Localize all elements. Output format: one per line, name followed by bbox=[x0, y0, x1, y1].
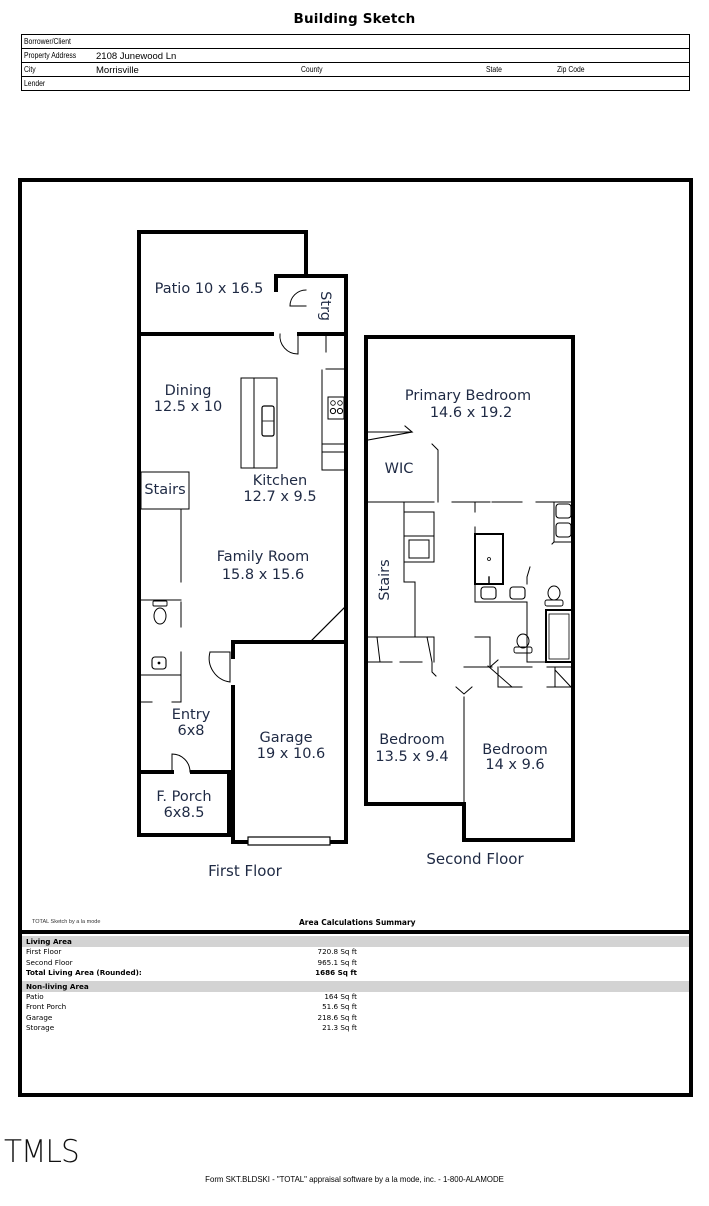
room-dims-front-porch: 6x8.5 bbox=[164, 805, 205, 821]
row-value: 965.1 Sq ft bbox=[317, 957, 358, 967]
row-value: 164 Sq ft bbox=[324, 991, 357, 1001]
tmls-logo: TMLS bbox=[4, 1134, 80, 1170]
summary-row: First Floor 720.8 Sq ft bbox=[22, 947, 689, 958]
row-value: 21.3 Sq ft bbox=[322, 1023, 357, 1032]
summary-title: Area Calculations Summary bbox=[299, 918, 416, 927]
room-dims-kitchen: 12.7 x 9.5 bbox=[243, 489, 316, 505]
non-living-heading-text: Non-living Area bbox=[26, 981, 89, 991]
room-label-patio: Patio 10 x 16.5 bbox=[155, 281, 264, 297]
address-label: Property Address bbox=[24, 51, 77, 60]
state-label: State bbox=[486, 65, 502, 74]
room-label-stairs-second: Stairs bbox=[377, 559, 393, 600]
borrower-row: Borrower/Client bbox=[22, 35, 689, 49]
row-label: Patio bbox=[26, 991, 44, 1001]
total-value: 1686 Sq ft bbox=[315, 968, 357, 977]
total-living-row: Total Living Area (Rounded): 1686 Sq ft bbox=[22, 968, 689, 979]
sketch-credit: TOTAL Sketch by a la mode bbox=[32, 919, 101, 925]
page-title: Building Sketch bbox=[293, 11, 416, 27]
row-label: Front Porch bbox=[26, 1002, 67, 1011]
row-label: Garage bbox=[26, 1012, 53, 1022]
county-label: County bbox=[301, 65, 323, 74]
summary-row: Storage 21.3 Sq ft bbox=[22, 1023, 689, 1034]
property-header-table: Borrower/Client Property Address 2108 Ju… bbox=[21, 34, 690, 91]
room-dims-garage: 19 x 10.6 bbox=[257, 746, 326, 762]
zip-label: Zip Code bbox=[557, 65, 585, 74]
area-summary: Living Area First Floor 720.8 Sq ft Seco… bbox=[22, 930, 689, 1034]
room-dims-family-room: 15.8 x 15.6 bbox=[222, 567, 304, 583]
city-value: Morrisville bbox=[96, 65, 139, 76]
room-dims-primary-bedroom: 14.6 x 19.2 bbox=[430, 405, 512, 421]
lender-label: Lender bbox=[24, 79, 46, 88]
room-label-garage: Garage bbox=[259, 730, 312, 746]
city-row: City Morrisville County State Zip Code bbox=[22, 63, 689, 77]
first-floor-label: First Floor bbox=[208, 862, 282, 880]
summary-row: Front Porch 51.6 Sq ft bbox=[22, 1002, 689, 1013]
room-label-bedroom-2: Bedroom bbox=[379, 732, 445, 748]
room-label-kitchen: Kitchen bbox=[253, 473, 308, 489]
room-dims-bedroom-2: 13.5 x 9.4 bbox=[375, 749, 448, 765]
address-value: 2108 Junewood Ln bbox=[96, 51, 177, 62]
address-row: Property Address 2108 Junewood Ln bbox=[22, 49, 689, 63]
sketch-frame: Patio 10 x 16.5 Strg Dining 12.5 x 10 Ki… bbox=[18, 178, 693, 1097]
room-label-storage: Strg bbox=[317, 291, 333, 321]
room-label-entry: Entry bbox=[172, 707, 211, 723]
room-dims-entry: 6x8 bbox=[177, 723, 204, 739]
room-label-stairs-first: Stairs bbox=[144, 482, 185, 498]
summary-row: Patio 164 Sq ft bbox=[22, 992, 689, 1003]
row-label: First Floor bbox=[26, 947, 62, 956]
borrower-label: Borrower/Client bbox=[24, 37, 71, 46]
non-living-area-heading: Non-living Area bbox=[22, 980, 689, 992]
room-label-dining: Dining bbox=[165, 383, 212, 399]
second-floor-label: Second Floor bbox=[426, 850, 524, 868]
living-area-heading-text: Living Area bbox=[26, 937, 72, 946]
total-label: Total Living Area (Rounded): bbox=[26, 968, 142, 977]
floor-plan-drawing: Patio 10 x 16.5 Strg Dining 12.5 x 10 Ki… bbox=[137, 230, 575, 880]
summary-row: Second Floor 965.1 Sq ft bbox=[22, 958, 689, 969]
room-dims-dining: 12.5 x 10 bbox=[154, 399, 223, 415]
row-value: 218.6 Sq ft bbox=[317, 1012, 358, 1022]
row-value: 720.8 Sq ft bbox=[317, 947, 358, 956]
city-label: City bbox=[24, 65, 36, 74]
form-footer: Form SKT.BLDSKI - "TOTAL" appraisal soft… bbox=[205, 1174, 504, 1184]
room-label-wic: WIC bbox=[385, 461, 414, 477]
room-label-front-porch: F. Porch bbox=[156, 789, 211, 805]
living-area-heading: Living Area bbox=[22, 936, 689, 947]
room-label-bedroom-3: Bedroom bbox=[482, 742, 548, 758]
lender-row: Lender bbox=[22, 77, 689, 90]
row-label: Second Floor bbox=[26, 957, 73, 967]
summary-row: Garage 218.6 Sq ft bbox=[22, 1013, 689, 1024]
row-label: Storage bbox=[26, 1023, 55, 1032]
room-label-primary-bedroom: Primary Bedroom bbox=[405, 388, 531, 404]
room-dims-bedroom-3: 14 x 9.6 bbox=[485, 757, 544, 773]
row-value: 51.6 Sq ft bbox=[322, 1002, 357, 1011]
room-label-family-room: Family Room bbox=[217, 549, 310, 565]
